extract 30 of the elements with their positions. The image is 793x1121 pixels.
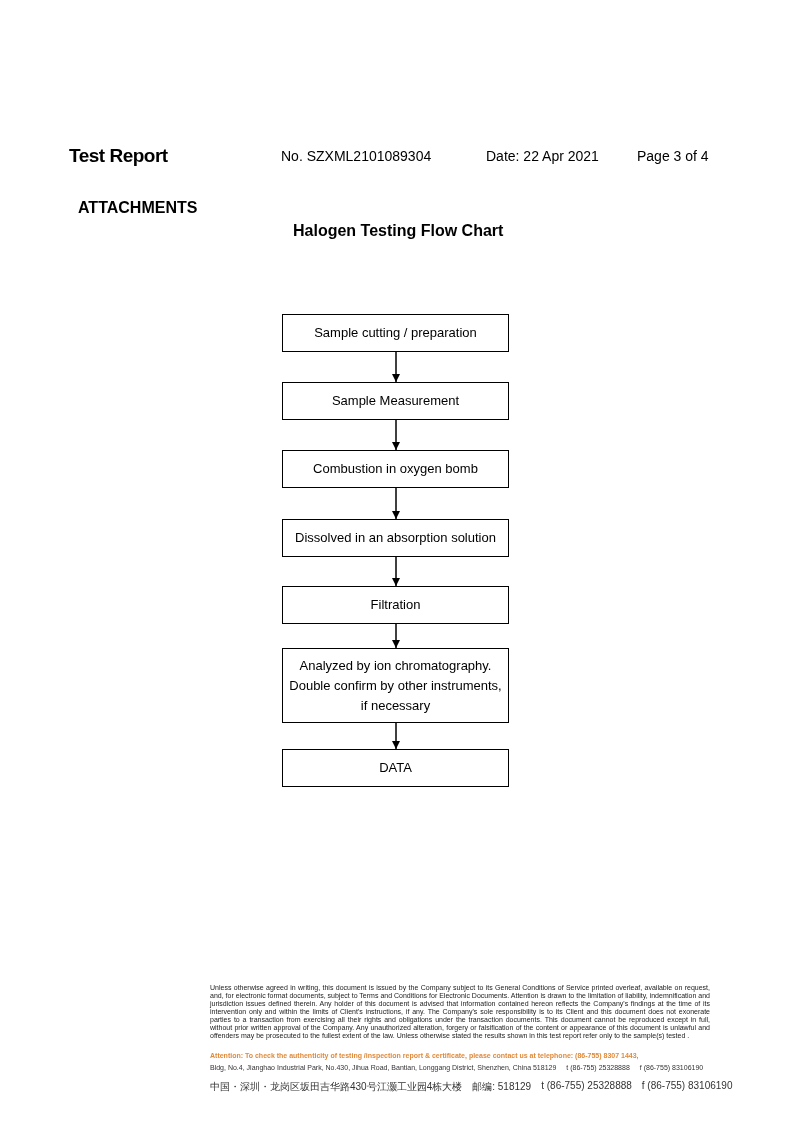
- step-text: Sample cutting / preparation: [314, 324, 477, 342]
- report-number: No. SZXML2101089304: [281, 148, 432, 164]
- section-heading: ATTACHMENTS: [78, 199, 198, 217]
- arrow: [392, 419, 400, 451]
- process-box: [282, 749, 509, 787]
- process-box: [282, 586, 509, 624]
- arrow: [392, 556, 400, 587]
- report-date: Date: 22 Apr 2021: [486, 148, 599, 164]
- address-text: f (86-755) 83106190: [641, 1080, 733, 1093]
- step-text: Combustion in oxygen bomb: [313, 460, 478, 478]
- chart-title: Halogen Testing Flow Chart: [293, 222, 504, 240]
- step-text: DATA: [379, 759, 412, 777]
- report-heading: Test Report: [69, 145, 168, 167]
- step-text: Dissolved in an absorption solution: [295, 529, 496, 547]
- process-box: [282, 382, 509, 420]
- address-text: 中国・深圳・龙岗区坂田吉华路430号江灏工业园4栋大楼: [210, 1080, 463, 1094]
- address-text: 邮编: 518129: [472, 1080, 532, 1094]
- process-box: [282, 648, 509, 723]
- arrow: [392, 623, 400, 649]
- page-number: Page 3 of 4: [637, 148, 709, 164]
- arrow: [392, 351, 400, 383]
- step-text: Analyzed by ion chromatography. Double confirm by other instruments, if necessary: [289, 656, 502, 715]
- step-text: Sample Measurement: [331, 392, 460, 410]
- process-box: [282, 519, 509, 557]
- process-box: [282, 314, 509, 352]
- step-text: Filtration: [370, 596, 421, 614]
- arrow: [392, 487, 400, 520]
- address-text: t (86-755) 25328888: [541, 1080, 632, 1093]
- process-box: [282, 450, 509, 488]
- arrow: [392, 722, 400, 750]
